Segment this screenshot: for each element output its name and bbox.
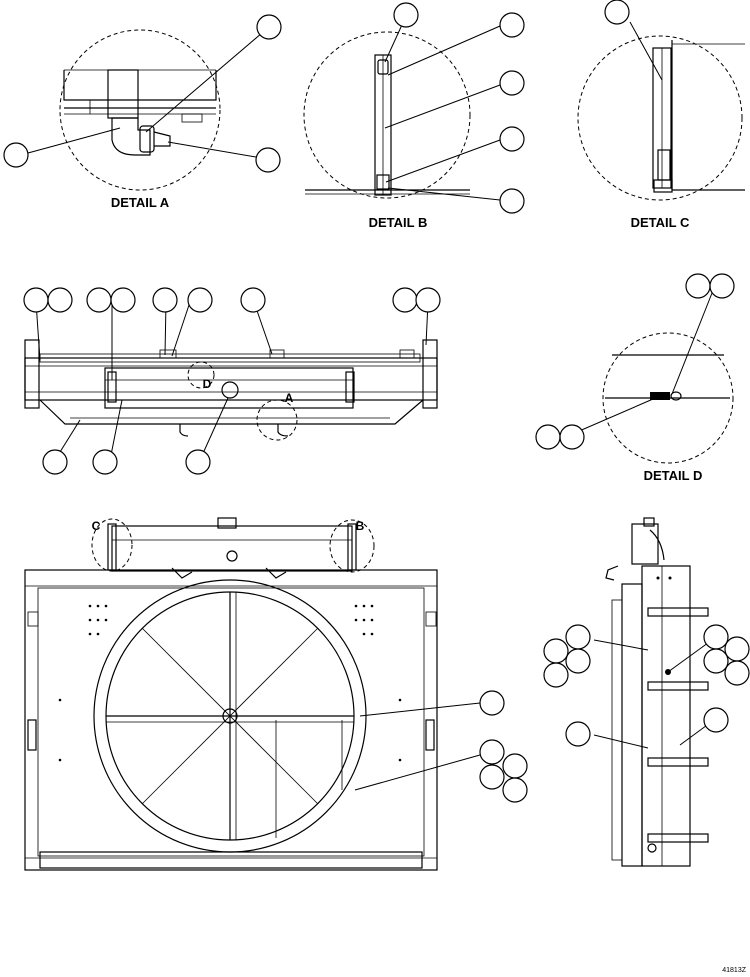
callout-bubble	[479, 739, 505, 765]
detail-c-label: DETAIL C	[631, 215, 690, 230]
callout-bubble	[543, 638, 569, 664]
detail-c-callout-circle	[91, 518, 133, 572]
callout-bubble	[703, 648, 729, 674]
callout-bubble	[42, 449, 68, 475]
fan-shroud-outer	[93, 579, 367, 853]
detail-d-boundary	[602, 332, 734, 464]
callout-bubble	[255, 147, 281, 173]
detail-c-boundary	[577, 35, 743, 201]
callout-bubble	[703, 624, 729, 650]
side-view	[605, 517, 709, 867]
callout-bubble	[535, 424, 561, 450]
view-marker-a: A	[285, 391, 294, 405]
callout-bubble	[152, 287, 178, 313]
callout-bubble	[559, 424, 585, 450]
top-view	[24, 339, 438, 441]
callout-bubble	[724, 636, 750, 662]
callout-bubble	[502, 777, 528, 803]
detail-a-label: DETAIL A	[111, 195, 170, 210]
detail-a-callout-circle	[256, 399, 298, 441]
callout-bubble	[499, 188, 525, 214]
detail-d-callout-circle	[187, 361, 215, 389]
callout-bubble	[479, 690, 505, 716]
callout-bubble	[3, 142, 29, 168]
callout-bubble	[110, 287, 136, 313]
callout-bubble	[565, 648, 591, 674]
detail-b-callout-circle	[329, 519, 375, 573]
callout-bubble	[499, 12, 525, 38]
callout-bubble	[47, 287, 73, 313]
callout-bubble	[565, 721, 591, 747]
callout-bubbles	[3, 0, 750, 803]
view-marker-b: B	[356, 519, 365, 533]
callout-bubble	[86, 287, 112, 313]
detail-a	[59, 29, 221, 191]
callout-bubble	[565, 624, 591, 650]
callout-bubble	[709, 273, 735, 299]
detail-a-boundary	[59, 29, 221, 191]
callout-bubble	[256, 14, 282, 40]
callout-bubble	[392, 287, 418, 313]
callout-bubble	[703, 707, 729, 733]
callout-leaders	[27, 15, 715, 791]
front-view	[24, 517, 438, 871]
callout-bubble	[23, 287, 49, 313]
callout-bubble	[499, 126, 525, 152]
callout-bubble	[499, 70, 525, 96]
detail-d-label: DETAIL D	[644, 468, 703, 483]
view-marker-d: D	[203, 377, 212, 391]
callout-bubble	[724, 660, 750, 686]
callout-bubble	[393, 2, 419, 28]
callout-bubble	[92, 449, 118, 475]
callout-bubble	[479, 764, 505, 790]
callout-bubble	[604, 0, 630, 25]
detail-b-label: DETAIL B	[369, 215, 428, 230]
detail-c	[577, 35, 745, 201]
detail-b-boundary	[303, 31, 471, 199]
callout-bubble	[543, 662, 569, 688]
callout-bubble	[185, 449, 211, 475]
view-marker-c: C	[92, 519, 101, 533]
bolt-pattern	[58, 604, 402, 762]
callout-bubble	[502, 753, 528, 779]
callout-bubble	[187, 287, 213, 313]
detail-d	[602, 332, 734, 464]
callout-bubble	[240, 287, 266, 313]
figure-id: 41813Z	[722, 967, 746, 974]
callout-bubble	[685, 273, 711, 299]
callout-bubble	[415, 287, 441, 313]
